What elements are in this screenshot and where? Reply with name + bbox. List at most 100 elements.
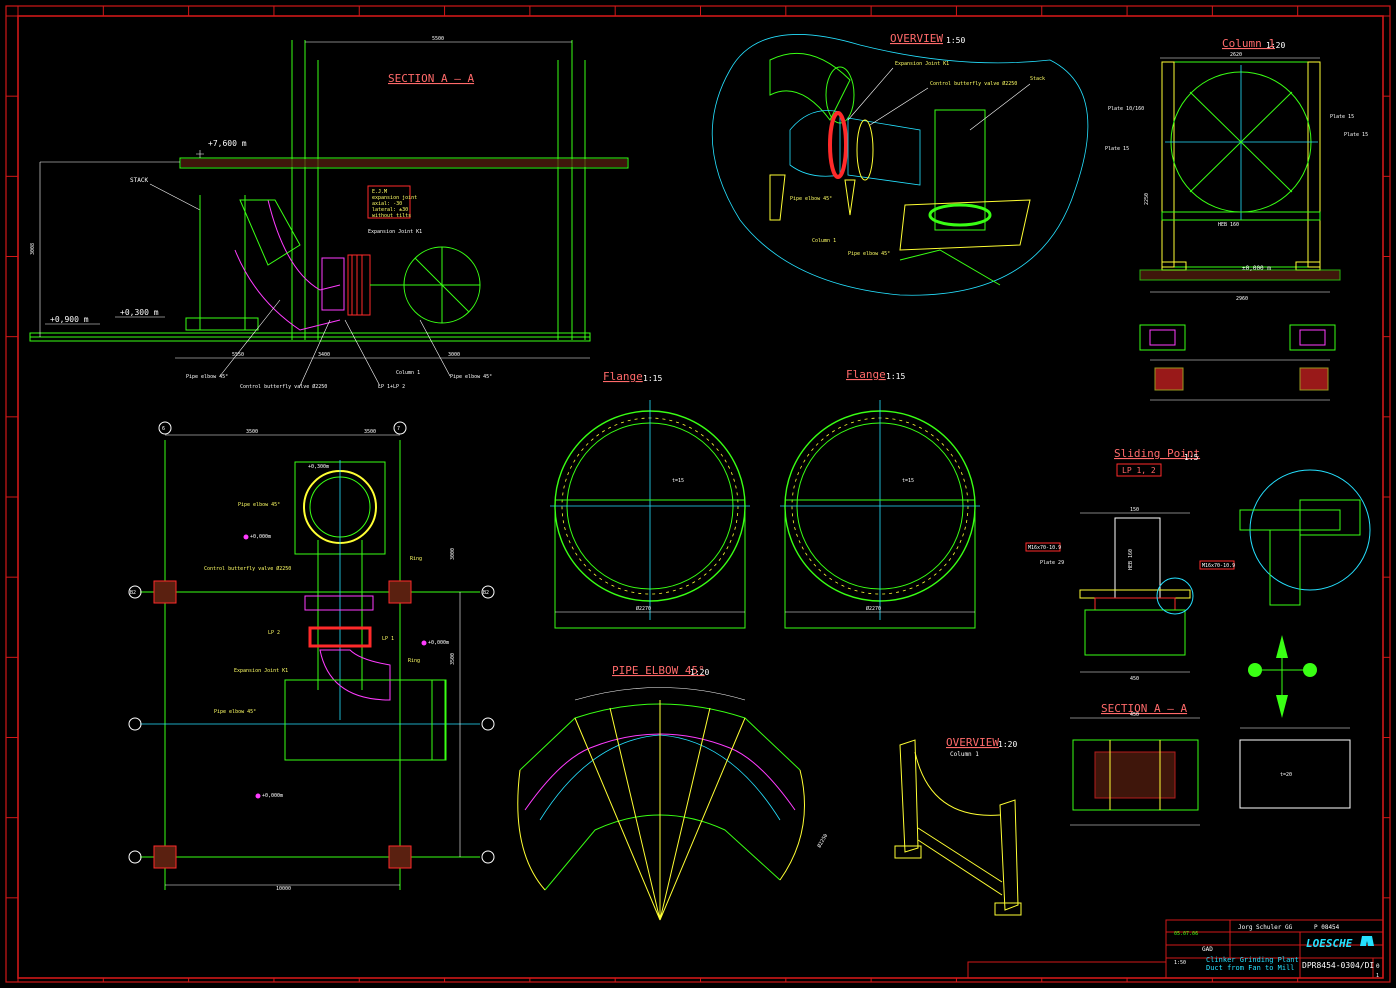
sliding-point-tag: LP 1, 2	[1122, 466, 1156, 475]
axis-7-top: 7	[397, 426, 400, 432]
ov-valve-label: Control butterfly valve Ø2250	[930, 80, 1017, 87]
ov-expansion-label: Expansion Joint K1	[895, 61, 949, 67]
tb-sheet: 1	[1376, 973, 1379, 979]
axis-6-top: 6	[162, 426, 165, 432]
sp-heb: HEB 160	[1128, 549, 1134, 570]
note-1: E.J.M	[372, 189, 387, 195]
sliding-point-title: Sliding Point	[1114, 447, 1200, 460]
note-3: axial: -30	[372, 201, 402, 207]
col-plate-d: Plate 15	[1105, 146, 1129, 152]
plan-level-1: +0,300m	[308, 464, 329, 470]
loesche-logo-icon	[1360, 936, 1374, 946]
level-top: +7,600 m	[208, 139, 247, 148]
expansion-joint-label: Expansion Joint K1	[368, 229, 422, 235]
stack-label: STACK	[130, 177, 148, 184]
pipe-elbow-detail: PIPE ELBOW 45° 1:20 Ø2250	[517, 664, 830, 921]
note-2: expansion joint	[372, 195, 417, 201]
flange-right: Flange 1:15 Ø2270 t=15	[780, 368, 980, 629]
column1-label: Column 1	[396, 370, 420, 376]
note-5: without tilts	[372, 213, 411, 219]
dim-sec-b3: 3000	[448, 352, 460, 358]
tb-date: 05.07.06	[1174, 931, 1198, 937]
dim-plan-right2: 3500	[450, 653, 456, 665]
sliding-point-scale: 1:5	[1184, 453, 1199, 462]
flange-left-t: t=15	[672, 478, 684, 484]
pipe-elbow-title: PIPE ELBOW 45°	[612, 664, 705, 677]
plan-lp2: LP 2	[268, 630, 280, 636]
dim-sec-b2: 3400	[318, 352, 330, 358]
sp-m16-right: M16x70-10.9	[1202, 563, 1235, 569]
flange-right-title: Flange	[846, 368, 886, 381]
plan-expansion: Expansion Joint K1	[234, 668, 288, 674]
overview-bottom-scale: 1:20	[998, 740, 1017, 749]
overview-bottom-title: OVERVIEW	[946, 736, 999, 749]
dim-sec-b1: 5550	[232, 352, 244, 358]
lp12-label: LP 1+LP 2	[378, 384, 405, 390]
col-level: ±0,000 m	[1242, 265, 1271, 272]
tb-scale: 1:50	[1174, 960, 1186, 966]
dim-sec-top: 5500	[432, 36, 444, 42]
dim-plan-top1: 3500	[246, 429, 258, 435]
plan-ring-1: Ring	[410, 556, 422, 562]
t20-label: t=20	[1280, 772, 1292, 778]
ov-stack-label: Stack	[1030, 76, 1045, 82]
ov-elbow-label: Pipe elbow 45°	[790, 196, 832, 202]
dim-plan-right1: 3000	[450, 548, 456, 560]
sp-top-dim: 150	[1130, 507, 1139, 513]
elbow-dia: Ø2250	[816, 832, 830, 849]
axis-b2-left: B2	[130, 590, 136, 596]
flange-left-title: Flange	[603, 370, 643, 383]
column1-title: Column 1	[1222, 37, 1275, 50]
overview-3d-top: OVERVIEW 1:50 Expansion Joint K1 Control…	[711, 32, 1089, 296]
dim-col-top: 2620	[1230, 52, 1242, 58]
ssa-w-dim: 450	[1130, 712, 1139, 718]
overview-top-title: OVERVIEW	[890, 32, 943, 45]
column1-scale: 1:20	[1266, 41, 1285, 50]
overview-top-scale: 1:50	[946, 36, 965, 45]
column1-detail: Column 1 1:20 2620 2960 2250 Plate 10/16…	[1105, 37, 1368, 401]
sp-w-dim: 450	[1130, 676, 1139, 682]
ov-column-label: Column 1	[812, 238, 836, 244]
tb-desc1: Clinker Grinding Plant	[1206, 956, 1299, 964]
section-aa-main: SECTION A – A 5500 +7,600 m +0,900 m +0,…	[29, 36, 629, 390]
dim-sec-left: 3008	[30, 243, 36, 255]
axis-b2-right: B2	[483, 590, 489, 596]
tb-client: Jorg Schuler GG	[1238, 924, 1293, 931]
sp-plate-label: Plate 29	[1040, 560, 1064, 566]
plan-lp1: LP 1	[382, 636, 394, 642]
section-aa-small: SECTION A – A 450 t=20	[1070, 702, 1351, 826]
level-mid: +0,300 m	[120, 308, 159, 317]
control-valve-label: Control butterfly valve Ø2250	[240, 383, 327, 390]
plan-elbow-label: Pipe elbow 45°	[238, 502, 280, 508]
dim-col-side: 2250	[1144, 193, 1150, 205]
note-4: lateral: ±30	[372, 207, 408, 213]
section-aa-small-title: SECTION A – A	[1101, 702, 1187, 715]
dim-plan-bottom: 10000	[276, 886, 291, 892]
pipe-elbow-scale: 1:20	[690, 668, 709, 677]
tb-rev: 0	[1376, 963, 1380, 970]
col-plate-b: Plate 15	[1330, 114, 1354, 120]
flange-left: Flange 1:15 Ø2270 t=15	[550, 370, 750, 629]
pipe-elbow-label: Pipe elbow 45°	[186, 374, 228, 380]
plan-valve-label: Control butterfly valve Ø2250	[204, 565, 291, 572]
dim-plan-top2: 3500	[364, 429, 376, 435]
plan-level-2: +0,000m	[250, 534, 271, 540]
col-plate-a: Plate 10/160	[1108, 106, 1144, 112]
pipe-elbow-label-2: Pipe elbow 45°	[450, 374, 492, 380]
flange-left-dia: Ø2270	[636, 605, 651, 612]
flange-right-dia: Ø2270	[866, 605, 881, 612]
sp-m16-left: M16x70-10.9	[1028, 545, 1061, 551]
tb-project-no: P 08454	[1314, 924, 1340, 931]
flange-right-t: t=15	[902, 478, 914, 484]
overview-bottom-sub: Column 1	[950, 751, 979, 758]
dim-col-bottom: 2960	[1236, 296, 1248, 302]
plan-ring-2: Ring	[408, 658, 420, 664]
ov-elbow-label-2: Pipe elbow 45°	[848, 251, 890, 257]
col-plate-c: Plate 15	[1344, 132, 1368, 138]
plan-view: 3500 3500 6 7 B2 B2 10000	[128, 421, 495, 892]
section-aa-title: SECTION A – A	[388, 72, 474, 85]
level-left: +0,900 m	[50, 315, 89, 324]
drawing-border	[5, 5, 1391, 983]
plan-elbow-label-2: Pipe elbow 45°	[214, 709, 256, 715]
